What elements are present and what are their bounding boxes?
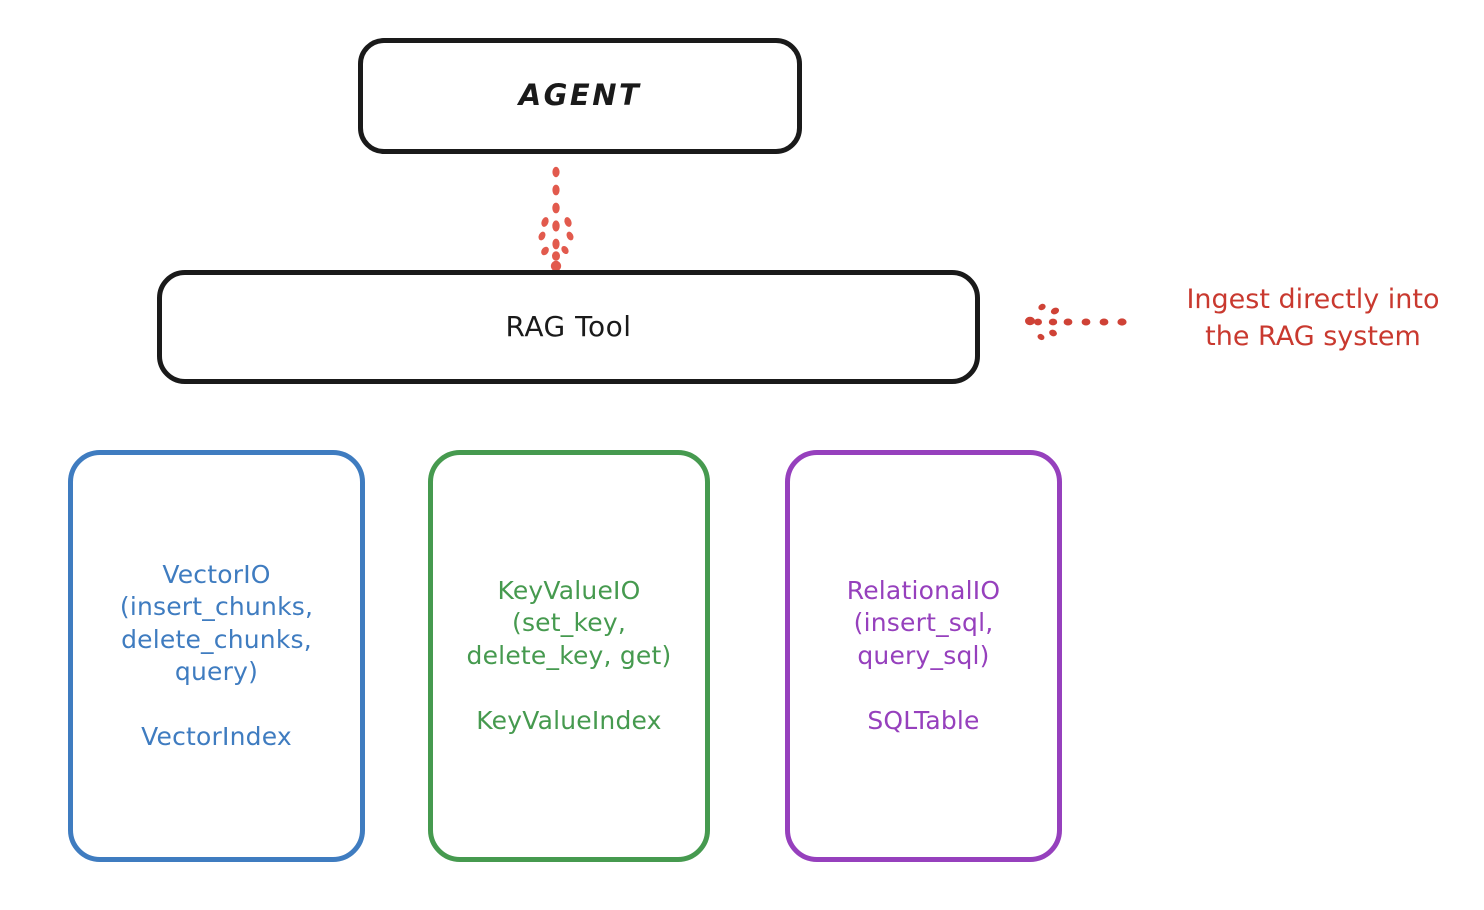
annotation-ingest-directly: Ingest directly into the RAG system xyxy=(1186,284,1440,353)
node-relational-io-label: RelationalIO (insert_sql, query_sql) SQL… xyxy=(846,575,1001,735)
node-rag-tool[interactable]: RAG Tool xyxy=(157,270,980,384)
node-agent-label: AGENT xyxy=(518,78,642,113)
node-rag-tool-label: RAG Tool xyxy=(505,309,632,343)
node-vector-io[interactable]: VectorIO (insert_chunks, delete_chunks, … xyxy=(68,450,365,862)
node-agent[interactable]: AGENT xyxy=(358,38,802,154)
node-key-value-io-label: KeyValueIO (set_key, delete_key, get) Ke… xyxy=(466,575,672,735)
connector-agent-to-rag-tool xyxy=(538,166,574,272)
node-key-value-io[interactable]: KeyValueIO (set_key, delete_key, get) Ke… xyxy=(428,450,710,862)
connector-annotation-to-rag-tool xyxy=(1025,303,1127,341)
node-relational-io[interactable]: RelationalIO (insert_sql, query_sql) SQL… xyxy=(785,450,1062,862)
node-vector-io-label: VectorIO (insert_chunks, delete_chunks, … xyxy=(119,559,314,752)
